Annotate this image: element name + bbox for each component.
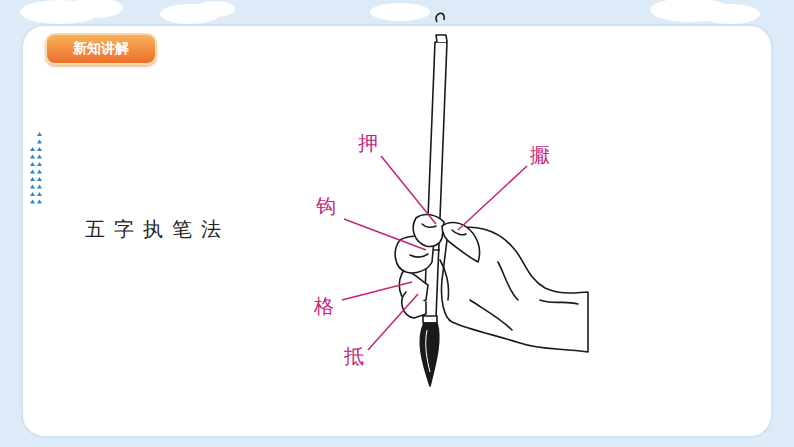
decor-triangle <box>37 192 42 196</box>
card-panel <box>22 25 772 437</box>
decor-triangle <box>30 155 35 159</box>
hand <box>395 215 588 352</box>
decor-triangle <box>37 200 42 204</box>
decor-triangle <box>30 147 35 151</box>
decor-triangle <box>37 147 42 151</box>
cloud <box>20 0 760 24</box>
section-badge: 新知讲解 <box>45 33 157 65</box>
decor-triangles <box>30 132 42 204</box>
brush <box>420 13 447 386</box>
decor-triangle <box>30 192 35 196</box>
part-label: 钩 <box>316 196 336 216</box>
slide-heading: 五字执笔法 <box>85 216 230 243</box>
decor-triangle <box>30 170 35 174</box>
decor-triangle <box>30 185 35 189</box>
decor-triangle <box>30 177 35 181</box>
decor-triangle <box>37 185 42 189</box>
decor-triangle <box>30 200 35 204</box>
brush-detail <box>433 249 440 250</box>
part-label: 抵 <box>344 346 364 366</box>
badge-text: 新知讲解 <box>73 40 129 58</box>
leader-line <box>342 156 527 350</box>
decor-triangle <box>30 162 35 166</box>
decor-triangle <box>37 170 42 174</box>
decor-triangle <box>37 132 42 136</box>
part-label: 擫 <box>530 145 550 165</box>
decor-triangle <box>37 162 42 166</box>
part-label: 押 <box>358 133 378 153</box>
decor-triangle <box>37 155 42 159</box>
decor-triangle <box>37 140 42 144</box>
decor-triangle <box>37 177 42 181</box>
part-label: 格 <box>314 296 334 316</box>
